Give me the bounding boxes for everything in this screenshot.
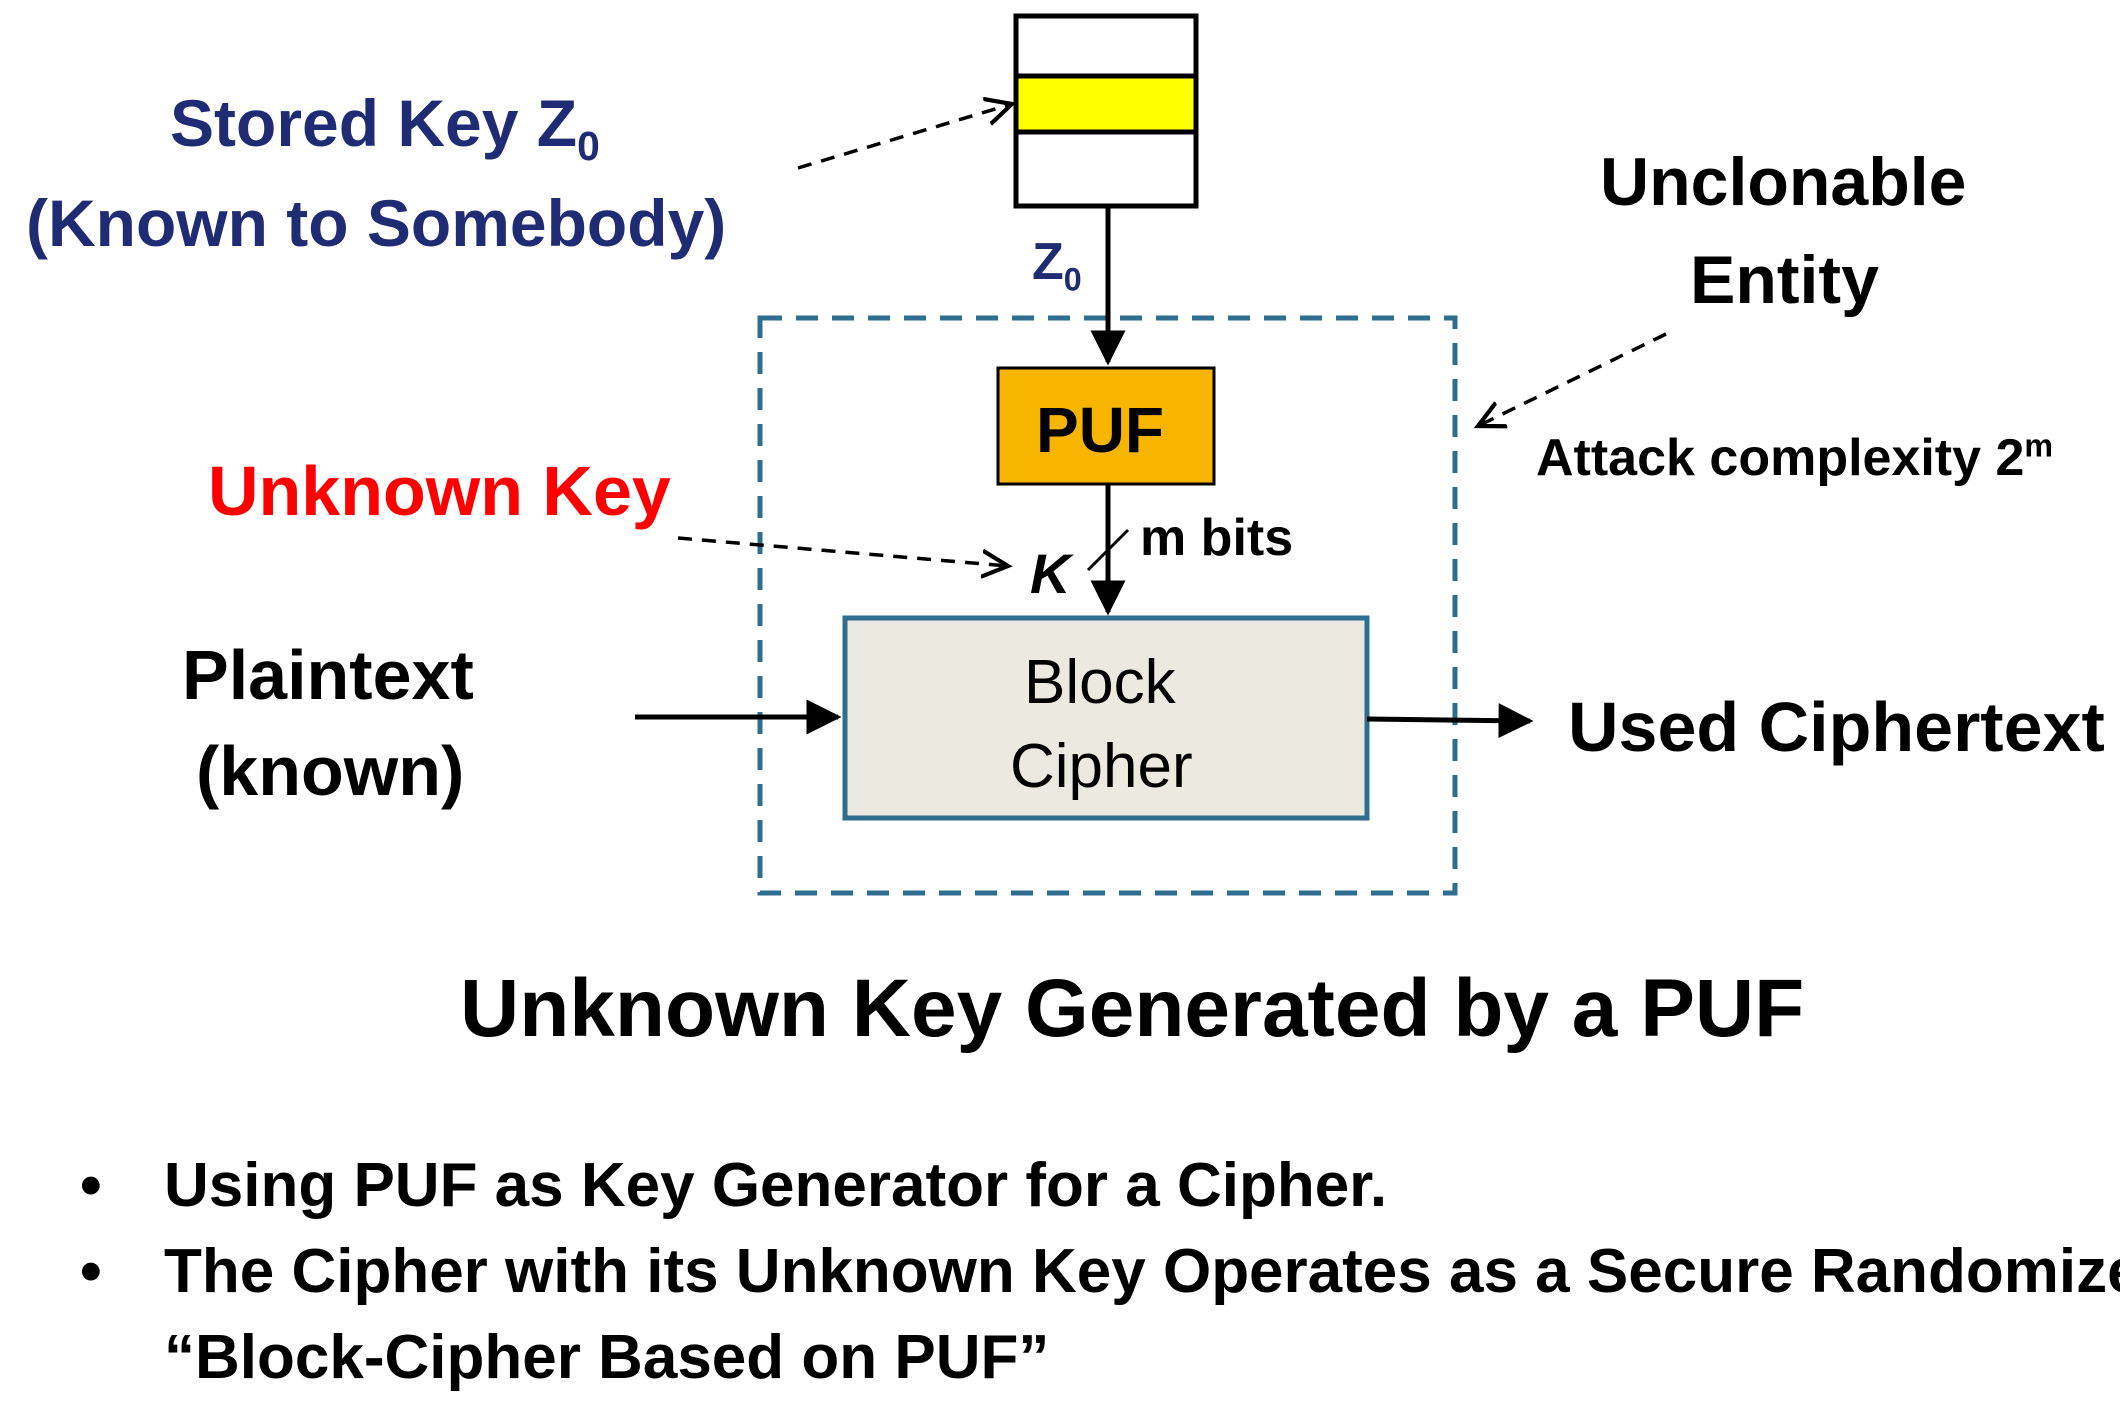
bullet-marker: • — [80, 1151, 102, 1220]
bullet-marker: • — [80, 1237, 102, 1306]
attack-complexity-label: Attack complexity 2m — [1536, 427, 2054, 487]
bullet-text: Using PUF as Key Generator for a Cipher. — [164, 1151, 1388, 1220]
key-register — [1013, 13, 1199, 209]
bullet-continuation-text: “Block-Cipher Based on PUF” — [164, 1323, 1050, 1392]
block-cipher-box — [842, 615, 1370, 821]
used-ciphertext-label: Used Ciphertext — [1568, 688, 2105, 766]
stored-key-slot — [1013, 73, 1199, 135]
unknown-key-pointer — [677, 536, 1008, 566]
stored-key-label: Stored Key Z0 — [170, 86, 600, 170]
k-label: K — [1030, 542, 1071, 605]
bullet-text: The Cipher with its Unknown Key Operates… — [164, 1237, 2120, 1306]
block-cipher-label-line2: Cipher — [1010, 732, 1193, 801]
bus-width-slash — [1086, 528, 1130, 572]
unknown-key-label: Unknown Key — [208, 452, 671, 530]
plaintext-label-line1: Plaintext — [182, 636, 474, 714]
unclonable-label-line1: Unclonable — [1600, 144, 1967, 220]
stored-key-note: (Known to Somebody) — [26, 186, 727, 260]
unclonable-boundary — [757, 315, 1458, 896]
ciphertext-arrow — [1366, 703, 1534, 739]
plaintext-label-line2: (known) — [196, 732, 465, 810]
stored-key-pointer — [797, 104, 1012, 170]
puf-label: PUF — [1036, 394, 1164, 466]
unclonable-label-line2: Entity — [1690, 242, 1879, 318]
diagram-title: Unknown Key Generated by a PUF — [460, 963, 1805, 1054]
unclonable-pointer — [1478, 332, 1667, 426]
m-bits-label: m bits — [1140, 509, 1294, 567]
z0-label: Z0 — [1032, 233, 1082, 298]
block-cipher-label-line1: Block — [1024, 648, 1176, 717]
